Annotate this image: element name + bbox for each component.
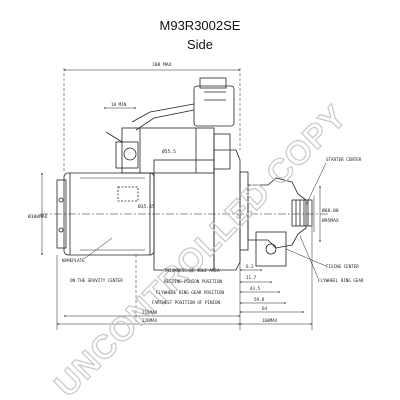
dim-farthest-value: 59.8 bbox=[254, 297, 265, 302]
dimension-labels: 188 MAX 18 MIN Ø55.5 Ø100MAX Ø35.45 Ø68.… bbox=[28, 62, 339, 323]
label-thickness: THICKNESS OF HOLE AREA bbox=[164, 268, 220, 273]
label-resting: RESTING PINION POSITION bbox=[164, 279, 222, 284]
callout-labels: NAMEPLATE THICKNESS OF HOLE AREA RESTING… bbox=[62, 157, 364, 305]
dim-small-dia: Ø35.45 bbox=[138, 203, 155, 210]
label-fixing-center: FIXING CENTER bbox=[326, 264, 359, 269]
label-starter-center: STARTER CENTER bbox=[326, 157, 362, 162]
dim-pinion-dia: Ø68.88 bbox=[322, 207, 339, 214]
svg-text:UNCONTROLLED COPY: UNCONTROLLED COPY bbox=[47, 97, 354, 400]
watermark: UNCONTROLLED COPY bbox=[46, 96, 354, 400]
dim-right-value: 64 bbox=[262, 306, 268, 311]
dim-thickness-value: 6.2 bbox=[246, 264, 254, 269]
label-gravity-center: ON THE GRAVITY CENTER bbox=[70, 278, 123, 283]
dim-mount-dia: Ø95MAX bbox=[322, 217, 339, 224]
dim-219-max: 219MAX bbox=[142, 310, 158, 315]
label-flywheel-position: FLYWHEEL RING GEAR POSITION bbox=[156, 290, 225, 295]
dim-18-min: 18 MIN bbox=[111, 102, 127, 107]
dim-ring-gear-value: 43.5 bbox=[250, 286, 261, 291]
view-subtitle: Side bbox=[186, 37, 214, 52]
dim-resting-value: 11.7 bbox=[246, 275, 257, 280]
dim-188-max: 188 MAX bbox=[152, 62, 172, 68]
connector-assembly bbox=[105, 77, 235, 169]
drawing-title: M93R3002SE bbox=[159, 18, 241, 33]
label-nameplate: NAMEPLATE bbox=[62, 258, 85, 263]
dim-226-max: 226MAX bbox=[142, 318, 158, 323]
label-farthest: FARTHEST POSITION OF PINION bbox=[152, 300, 221, 305]
dim-housing-dia: Ø55.5 bbox=[162, 148, 176, 155]
dim-160-max: 160MAX bbox=[262, 318, 278, 323]
dim-body-dia: Ø100MAX bbox=[28, 213, 48, 220]
dimension-lines bbox=[40, 68, 330, 330]
label-flywheel-gear: FLYWHEEL RING GEAR bbox=[318, 278, 364, 283]
